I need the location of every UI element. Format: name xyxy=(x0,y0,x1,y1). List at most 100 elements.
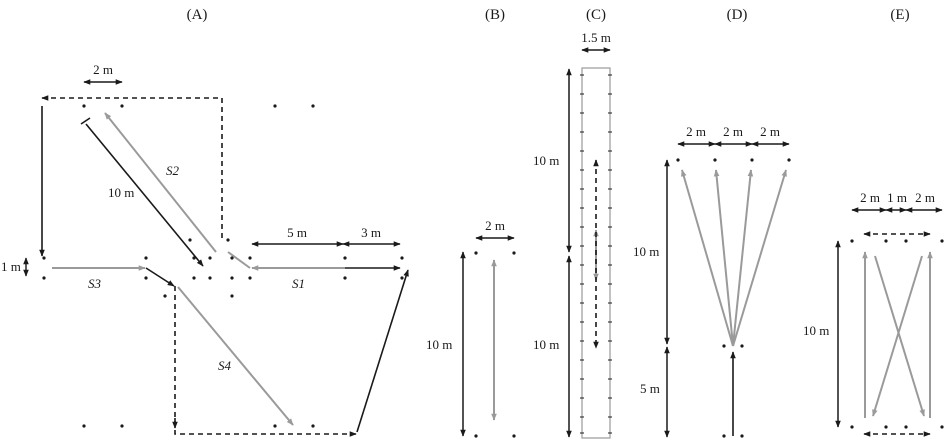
panel-a-s1-label: S1 xyxy=(292,276,305,291)
panel-d-dim-2m-1-label: 2 m xyxy=(686,124,706,139)
panel-b-dim-10m-label: 10 m xyxy=(426,337,452,352)
panel-d-dim-2m-3-label: 2 m xyxy=(760,124,780,139)
panel-a-dim-3m-label: 3 m xyxy=(361,225,381,240)
cone-dot xyxy=(474,251,478,255)
panel-a-turn-arrow xyxy=(145,267,175,287)
cone-dot xyxy=(474,434,478,438)
panel-c-dim-10m-bottom-label: 10 m xyxy=(533,337,559,352)
cone-dot xyxy=(248,256,252,260)
cone-dot xyxy=(850,239,854,243)
panel-e-gray-cross-2 xyxy=(872,255,923,417)
cone-dot xyxy=(120,104,124,108)
cone-dot xyxy=(311,424,315,428)
cone-dot xyxy=(82,424,86,428)
panel-d-gray-arrow-3 xyxy=(732,169,754,347)
panel-d-label: (D) xyxy=(727,7,748,23)
panel-d-gray-arrow-2 xyxy=(713,169,734,347)
cone-dot xyxy=(940,425,944,429)
cone-dot xyxy=(713,158,717,162)
panel-a-dashed-bottom xyxy=(174,286,357,437)
panel-a-return-arrow xyxy=(356,269,409,433)
panel-d-gray-arrow-4 xyxy=(732,169,787,347)
cone-dot xyxy=(400,276,404,280)
panel-d-dim-5m-label: 5 m xyxy=(640,381,660,396)
panel-a-label: (A) xyxy=(187,7,208,23)
cone-dot xyxy=(940,239,944,243)
cone-dot xyxy=(192,276,196,280)
cone-dot xyxy=(230,256,234,260)
panel-e: 2 m 1 m 2 m 10 m xyxy=(803,190,944,437)
panel-a-s4-arrow xyxy=(177,286,294,426)
cone-dot xyxy=(740,434,744,438)
panel-a-s4-label: S4 xyxy=(218,358,232,373)
cone-dot xyxy=(343,256,347,260)
panel-a-dim-5m-label: 5 m xyxy=(287,225,307,240)
cone-dot xyxy=(273,424,277,428)
cone-dot xyxy=(722,434,726,438)
panel-a-s3-label: S3 xyxy=(88,276,102,291)
panel-d-dim-2m-2-label: 2 m xyxy=(723,124,743,139)
cone-dot xyxy=(850,425,854,429)
panel-a-10m-tick xyxy=(80,117,91,125)
cone-dot xyxy=(230,294,234,298)
cone-dot xyxy=(904,425,908,429)
cone-dot xyxy=(273,104,277,108)
cone-dot xyxy=(144,256,148,260)
cone-dot xyxy=(400,256,404,260)
panel-c-dim-10m-top-label: 10 m xyxy=(533,153,559,168)
panel-d-cones xyxy=(676,158,791,438)
cone-dot xyxy=(163,294,167,298)
cone-dot xyxy=(82,104,86,108)
panel-b-label: (B) xyxy=(485,7,505,23)
cone-dot xyxy=(512,251,516,255)
cone-dot xyxy=(42,256,46,260)
panel-d-gray-arrow-1 xyxy=(681,169,734,347)
panel-a-10m-arrow xyxy=(85,123,204,267)
cone-dot xyxy=(311,104,315,108)
panel-a-dim-1m-label: 1 m xyxy=(1,259,21,274)
panel-a-cones xyxy=(42,104,404,428)
panel-c: 1.5 m 10 m 10 m xyxy=(533,30,612,439)
cone-dot xyxy=(343,276,347,280)
cone-dot xyxy=(230,276,234,280)
cone-dot xyxy=(722,344,726,348)
cone-dot xyxy=(750,158,754,162)
cone-dot xyxy=(884,425,888,429)
panel-e-cones xyxy=(850,239,944,429)
cone-dot xyxy=(208,256,212,260)
cone-dot xyxy=(42,276,46,280)
cone-dot xyxy=(787,158,791,162)
cone-dot xyxy=(144,276,148,280)
cone-dot xyxy=(676,158,680,162)
cone-dot xyxy=(120,424,124,428)
panel-e-dim-2m-right-label: 2 m xyxy=(915,190,935,205)
panel-a: 2 m S2 10 m S1 5 m 3 m 1 m S3 S4 xyxy=(1,62,409,437)
panel-e-gray-cross-1 xyxy=(874,255,925,417)
panel-c-dim-1-5m-label: 1.5 m xyxy=(581,30,611,45)
panel-a-s2-label: S2 xyxy=(166,163,180,178)
cone-dot xyxy=(188,238,192,242)
cone-dot xyxy=(884,239,888,243)
panel-a-s2-arrow xyxy=(104,112,217,253)
cone-dot xyxy=(192,256,196,260)
panel-e-dim-1m-label: 1 m xyxy=(887,190,907,205)
cone-dot xyxy=(248,276,252,280)
cone-dot xyxy=(208,276,212,280)
cone-dot xyxy=(512,434,516,438)
panel-a-dashed-top xyxy=(41,95,223,238)
panel-b: 2 m 10 m xyxy=(426,218,516,438)
panel-c-corridor xyxy=(581,67,611,439)
panel-b-cones xyxy=(474,251,516,438)
panel-a-join-arrow xyxy=(227,251,251,269)
panel-a-10m-label: 10 m xyxy=(108,185,134,200)
panel-e-dim-2m-left-label: 2 m xyxy=(860,190,880,205)
cone-dot xyxy=(904,239,908,243)
panel-d: 2 m 2 m 2 m 10 m 5 m xyxy=(633,124,791,438)
panel-b-dim-2m-label: 2 m xyxy=(485,218,505,233)
panel-c-cone-ticks xyxy=(580,74,612,434)
panel-e-label: (E) xyxy=(890,7,909,23)
panel-a-dim-2m-label: 2 m xyxy=(93,62,113,77)
panel-e-dim-10m-label: 10 m xyxy=(803,323,829,338)
cone-dot xyxy=(226,238,230,242)
